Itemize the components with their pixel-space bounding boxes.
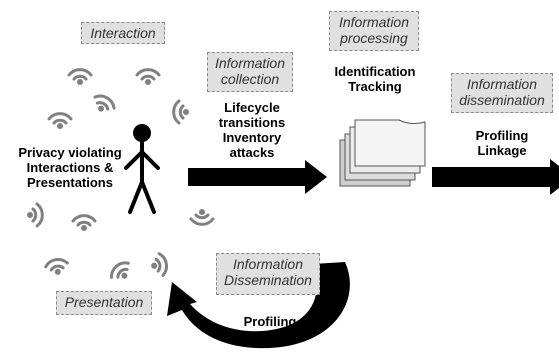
document-stack-icon: [339, 119, 426, 187]
privacy-line1: Privacy violating: [18, 145, 122, 160]
collection-arrow: [188, 160, 327, 194]
collection-item4: attacks: [229, 145, 275, 160]
stage-dissemination-top: Information dissemination: [451, 73, 553, 113]
stage-dissemination-bottom-line1: Information: [232, 256, 304, 272]
stage-dissemination-top-line1: Information: [466, 76, 538, 92]
wifi-icon: [47, 112, 73, 129]
stage-presentation: Presentation: [56, 291, 152, 315]
wifi-icon: [151, 252, 168, 277]
stage-collection-line1: Information: [214, 55, 286, 71]
collection-item2: transitions: [218, 115, 286, 130]
dissemination-item1: Profiling: [475, 128, 529, 143]
wifi-icon: [189, 209, 215, 226]
stage-interaction-label: Interaction: [90, 25, 156, 41]
stage-processing-line2: processing: [340, 30, 408, 46]
wifi-icon: [93, 94, 116, 112]
wifi-icon: [44, 258, 69, 275]
stage-presentation-label: Presentation: [64, 294, 144, 310]
privacy-line2: Interactions &: [26, 160, 114, 175]
person-icon: [124, 124, 160, 214]
stage-processing-line1: Information: [338, 14, 410, 30]
wifi-icon: [172, 99, 189, 125]
collection-item3: Inventory: [222, 130, 282, 145]
wifi-icon: [27, 202, 44, 228]
collection-items: Lifecycle transitions Inventory attacks: [200, 100, 304, 160]
dissemination-item2: Linkage: [477, 143, 527, 158]
return-arrow: [167, 262, 350, 349]
processing-item2: Tracking: [348, 79, 402, 94]
wifi-icon: [110, 261, 130, 279]
stage-processing: Information processing: [329, 11, 419, 51]
stage-dissemination-top-line2: dissemination: [459, 92, 545, 108]
wifi-icon: [71, 214, 97, 231]
stage-interaction: Interaction: [81, 22, 165, 44]
processing-item1: Identification: [334, 64, 416, 79]
collection-item1: Lifecycle: [224, 100, 280, 115]
stage-dissemination-bottom-line2: Dissemination: [224, 272, 312, 288]
stage-collection: Information collection: [207, 52, 293, 92]
dissemination-arrow: [432, 159, 559, 195]
loop-item: Profiling: [243, 314, 297, 329]
stage-dissemination-bottom: Information Dissemination: [216, 253, 320, 295]
privacy-line3: Presentations: [27, 175, 113, 190]
loop-label: Profiling: [232, 314, 308, 329]
privacy-label: Privacy violating Interactions & Present…: [8, 145, 132, 190]
stage-collection-line2: collection: [220, 71, 280, 87]
dissemination-items: Profiling Linkage: [460, 128, 544, 158]
wifi-icon: [135, 68, 161, 85]
wifi-icon: [67, 68, 93, 85]
processing-items: Identification Tracking: [322, 64, 428, 94]
